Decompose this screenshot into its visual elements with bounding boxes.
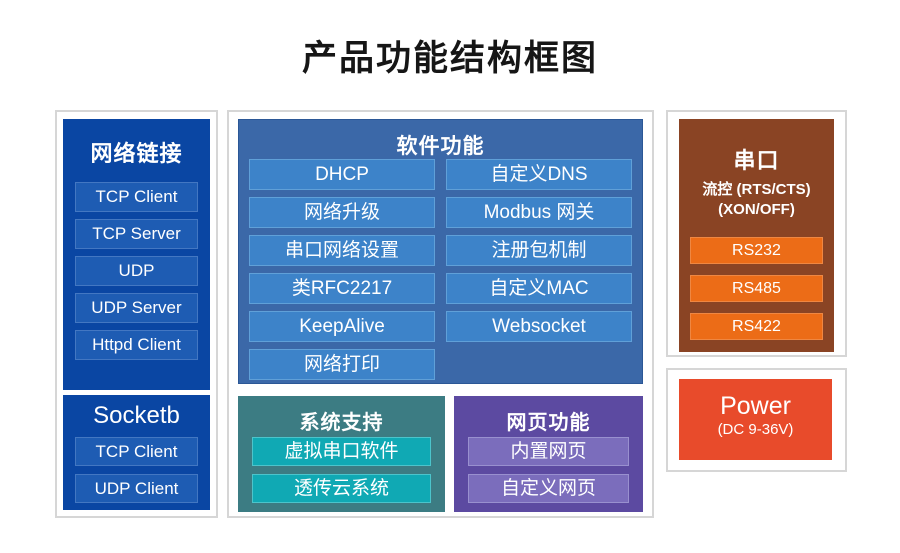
- block-udp-server: UDP Server: [75, 293, 198, 323]
- socket-title: Socketb: [93, 402, 180, 429]
- block-keepalive: KeepAlive: [249, 311, 435, 342]
- block-dhcp: DHCP: [249, 159, 435, 190]
- software-functions-title: 软件功能: [396, 135, 485, 158]
- block-socket-tcp-client: TCP Client: [75, 437, 198, 466]
- block-registration-packet: 注册包机制: [446, 235, 632, 266]
- block-rs485: RS485: [690, 275, 823, 302]
- system-support-list: 虚拟串口软件 透传云系统: [252, 437, 431, 503]
- block-serial-network-setup: 串口网络设置: [249, 235, 435, 266]
- serial-port-box: 串口 流控 (RTS/CTS) (XON/OFF) RS232 RS485 RS…: [679, 119, 834, 352]
- serial-flow-control-line1: 流控 (RTS/CTS): [702, 181, 811, 198]
- power-voltage-range: (DC 9-36V): [717, 421, 794, 438]
- block-socket-udp-client: UDP Client: [75, 474, 198, 503]
- socket-list: TCP Client UDP Client: [75, 437, 198, 503]
- block-tcp-client: TCP Client: [75, 182, 198, 212]
- power-box: Power (DC 9-36V): [679, 379, 832, 460]
- power-title: Power: [720, 392, 791, 420]
- serial-column-frame: 串口 流控 (RTS/CTS) (XON/OFF) RS232 RS485 RS…: [666, 110, 847, 357]
- power-column-frame: Power (DC 9-36V): [666, 368, 847, 472]
- block-rs422: RS422: [690, 313, 823, 340]
- block-rfc2217: 类RFC2217: [249, 273, 435, 304]
- web-functions-box: 网页功能 内置网页 自定义网页: [454, 396, 643, 512]
- network-links-box: 网络链接 TCP Client TCP Server UDP UDP Serve…: [63, 119, 210, 390]
- network-links-list: TCP Client TCP Server UDP UDP Server Htt…: [75, 182, 198, 360]
- block-custom-dns: 自定义DNS: [446, 159, 632, 190]
- network-column-frame: 网络链接 TCP Client TCP Server UDP UDP Serve…: [55, 110, 218, 518]
- system-support-box: 系统支持 虚拟串口软件 透传云系统: [238, 396, 445, 512]
- block-websocket: Websocket: [446, 311, 632, 342]
- serial-flow-control-line2: (XON/OFF): [718, 201, 795, 218]
- page-title: 产品功能结构框图: [301, 39, 598, 78]
- block-virtual-serial-software: 虚拟串口软件: [252, 437, 431, 466]
- block-udp: UDP: [75, 256, 198, 286]
- block-custom-webpage: 自定义网页: [468, 474, 629, 503]
- software-functions-grid: DHCP 自定义DNS 网络升级 Modbus 网关 串口网络设置 注册包机制 …: [249, 159, 632, 380]
- block-builtin-webpage: 内置网页: [468, 437, 629, 466]
- software-functions-box: 软件功能 DHCP 自定义DNS 网络升级 Modbus 网关 串口网络设置 注…: [238, 119, 643, 384]
- socket-box: Socketb TCP Client UDP Client: [63, 395, 210, 510]
- block-tcp-server: TCP Server: [75, 219, 198, 249]
- web-functions-list: 内置网页 自定义网页: [468, 437, 629, 503]
- block-custom-mac: 自定义MAC: [446, 273, 632, 304]
- block-network-upgrade: 网络升级: [249, 197, 435, 228]
- serial-port-title: 串口: [733, 148, 780, 173]
- system-support-title: 系统支持: [299, 412, 384, 434]
- software-column-frame: 软件功能 DHCP 自定义DNS 网络升级 Modbus 网关 串口网络设置 注…: [227, 110, 654, 518]
- network-links-title: 网络链接: [90, 141, 183, 166]
- block-rs232: RS232: [690, 237, 823, 264]
- web-functions-title: 网页功能: [506, 412, 591, 434]
- block-modbus-gateway: Modbus 网关: [446, 197, 632, 228]
- serial-standards-list: RS232 RS485 RS422: [690, 237, 823, 340]
- block-network-print: 网络打印: [249, 349, 435, 380]
- block-httpd-client: Httpd Client: [75, 330, 198, 360]
- block-transparent-cloud: 透传云系统: [252, 474, 431, 503]
